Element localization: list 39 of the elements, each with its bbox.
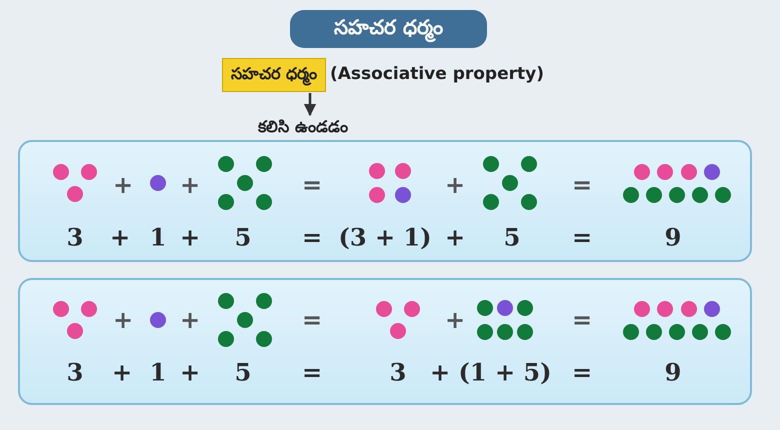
equation-term: (3 + 1) <box>338 222 432 252</box>
operator-sign: = <box>572 171 592 199</box>
equation-term: + <box>112 358 132 386</box>
operator-sign: + <box>444 171 466 199</box>
operator-sign: + <box>180 306 200 334</box>
equation-panel <box>18 278 752 405</box>
equation-term: = <box>572 358 592 386</box>
equation-term: 3 <box>66 222 84 252</box>
equation-term: 9 <box>664 222 682 252</box>
operator-sign: = <box>302 171 322 199</box>
equation-term: 1 <box>150 358 166 386</box>
equation-term: 5 <box>234 358 252 386</box>
equation-term: 5 <box>504 222 520 252</box>
equation-term: + <box>180 358 200 386</box>
equation-term: + <box>430 358 450 386</box>
operator-sign: = <box>572 306 592 334</box>
equation-term: = <box>302 358 322 386</box>
equation-term: 9 <box>664 358 682 386</box>
operator-sign: + <box>444 306 466 334</box>
equation-term: 5 <box>234 222 252 252</box>
operator-sign: = <box>302 306 322 334</box>
equation-term: + <box>180 222 200 252</box>
equation-term: (1 + 5) <box>458 358 552 386</box>
equation-term: = <box>302 222 322 252</box>
equation-term: 1 <box>150 222 166 252</box>
arrow <box>304 93 316 116</box>
term-highlight-box: సహచర ధర్మం <box>222 58 326 92</box>
equation-term: + <box>110 222 130 252</box>
equation-panel <box>18 140 752 262</box>
operator-sign: + <box>180 171 200 199</box>
term-translation: (Associative property) <box>330 64 544 84</box>
equation-term: 3 <box>390 358 406 386</box>
operator-sign: + <box>112 306 134 334</box>
equation-term: 3 <box>66 358 84 386</box>
equation-term: + <box>444 222 466 252</box>
operator-sign: + <box>112 171 134 199</box>
equation-term: = <box>572 222 592 252</box>
title-banner: సహచర ధర్మం <box>290 10 487 48</box>
meaning-text: కలిసి ఉండడం <box>228 116 378 140</box>
